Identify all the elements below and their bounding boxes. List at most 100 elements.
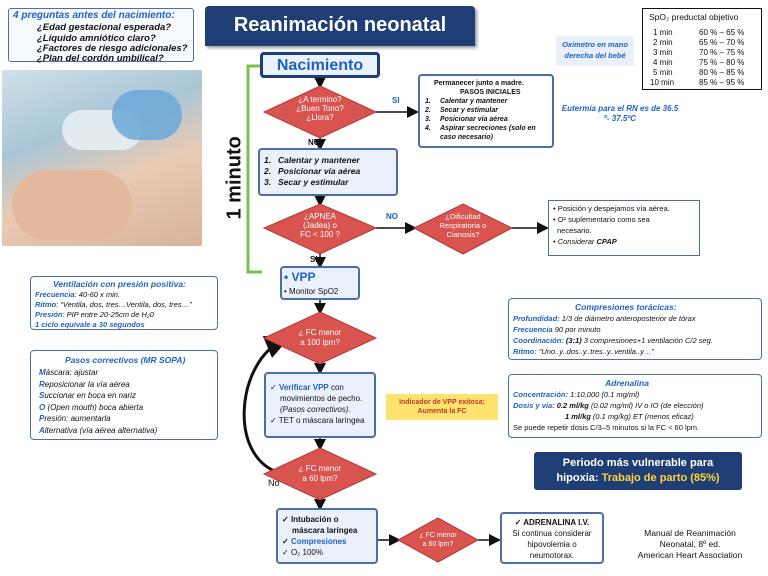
manual-line: Manual de Reanimación bbox=[644, 528, 736, 538]
adrenalina-key: Dosis y vía: bbox=[513, 401, 555, 410]
verificar-tet: TET o máscara laríngea bbox=[278, 416, 365, 425]
ventilacion-line: Presión: PIP entre 20-25cm de H₂0 bbox=[35, 310, 154, 320]
madre-line: Permanecer junto a madre. bbox=[434, 80, 524, 87]
sopa-text: eposicionar la vía aérea bbox=[44, 379, 130, 389]
diamond-line: ¿Dificultad bbox=[445, 212, 481, 221]
periodo-line: hipoxia: Trabajo de parto (85%) bbox=[534, 471, 742, 486]
sopa-item: O (Open mouth) boca abierta bbox=[39, 402, 143, 414]
loop-back-arrow bbox=[242, 335, 290, 476]
sopa-item: Alternativa (vía aérea alternativa) bbox=[39, 425, 157, 437]
diamond-fc60 bbox=[262, 447, 378, 501]
diamond-line: ¿Buen Tono? bbox=[296, 104, 344, 113]
step-num: 2. bbox=[425, 107, 431, 114]
sopa-heading: Pasos correctivos (MR SOPA) bbox=[65, 355, 186, 365]
compresiones-value: 3 compresiones+1 ventilación C/2 seg. bbox=[581, 336, 713, 345]
step-text: Secar y estimular bbox=[278, 177, 349, 187]
cpap-line: • Posición y despejamos vía aérea. bbox=[553, 204, 670, 213]
periodo-trabajo: Trabajo de parto (85%) bbox=[601, 472, 720, 484]
spo2-range: 70 % – 75 % bbox=[699, 48, 745, 57]
sopa-letter: S bbox=[39, 391, 45, 400]
spo2-time: 2 min bbox=[653, 38, 673, 47]
adrenalina-iv-line: Si continua considerar bbox=[512, 529, 592, 538]
glove-shape bbox=[112, 90, 182, 140]
nacimiento-box: Nacimiento bbox=[260, 52, 380, 78]
spo2-range: 80 % – 85 % bbox=[699, 68, 745, 77]
intubacion-box: ✓ Intubación o máscara laríngea ✓ Compre… bbox=[276, 508, 378, 564]
ventilacion-box: Ventilación con presión positiva: Frecue… bbox=[30, 276, 218, 330]
step-num: 3. bbox=[264, 177, 272, 187]
diamond-line: ¿A termino? bbox=[298, 95, 342, 104]
intubacion-compresiones: Compresiones bbox=[290, 537, 347, 546]
sopa-letter: M bbox=[39, 368, 46, 377]
vpp-box: • VPP • Monitor SpO2 bbox=[280, 266, 360, 300]
intubacion-line: ✓ Intubación o bbox=[282, 514, 339, 525]
questions-box: 4 preguntas antes del nacimiento: ¿Edad … bbox=[8, 8, 194, 64]
baby-face-shape bbox=[12, 170, 132, 240]
diamond-dificultad-text: ¿Dificultad Respiratoria o Cianosis? bbox=[414, 212, 512, 239]
yes-label: SI bbox=[310, 255, 318, 264]
adrenalina-heading: Adrenalina bbox=[605, 378, 649, 388]
adrenalina-iv-line: hipovolemia o bbox=[527, 540, 577, 549]
verificar-line: (Pasos correctivos). bbox=[280, 405, 351, 414]
adrenalina-value: 1:10,000 (0.1 mg/ml) bbox=[568, 390, 640, 399]
title-banner: Reanimación neonatal bbox=[205, 6, 475, 46]
madre-heading: PASOS INICIALES bbox=[460, 89, 521, 96]
sopa-item: Reposicionar la vía aérea bbox=[39, 379, 130, 391]
sopa-text: (Open mouth) boca abierta bbox=[45, 402, 144, 412]
adrenalina-key: Concentración: bbox=[513, 390, 569, 399]
spo2-range: 75 % – 80 % bbox=[699, 58, 745, 67]
eutermia-text: Eutermia para el RN es de 36.5 º- 37.5ºC bbox=[561, 104, 679, 123]
diamond-fc100 bbox=[262, 311, 378, 365]
step-num: 1. bbox=[264, 155, 272, 165]
spo2-time: 4 min bbox=[653, 58, 673, 67]
spo2-heading: SpO₂ preductal objetivo bbox=[649, 12, 739, 22]
spo2-time: 3 min bbox=[653, 48, 673, 57]
cpap-box: • Posición y despejamos vía aérea. • O² … bbox=[548, 200, 700, 256]
ventilacion-value: : PIP entre 20-25cm de H₂0 bbox=[62, 310, 154, 319]
compresiones-line: Coordinación: (3:1) 3 compresiones+1 ven… bbox=[513, 336, 713, 347]
adrenalina-value: (0.1 mg/kg) ET (menos eficaz) bbox=[590, 412, 694, 421]
step-text: caso necesario) bbox=[440, 134, 493, 141]
sopa-letter: A bbox=[39, 425, 45, 435]
diamond-line: ¿ FC menor bbox=[298, 328, 342, 337]
sopa-box: Pasos correctivos (MR SOPA) Máscara: aju… bbox=[30, 350, 218, 440]
diamond-line: ¿Llora? bbox=[306, 113, 334, 122]
sopa-item: Succionar en boca en nariz bbox=[39, 390, 136, 402]
spo2-time: 1 min bbox=[653, 28, 673, 37]
periodo-hipoxia: hipoxia: bbox=[556, 472, 602, 484]
page-title: Reanimación neonatal bbox=[233, 14, 447, 36]
adrenalina-line: 1 ml/kg (0.1 mg/kg) ET (menos eficaz) bbox=[565, 412, 694, 423]
diamond-apnea-text: ¿APNEA (Jadea) o FC < 100 ? bbox=[264, 212, 376, 239]
compresiones-key: Frecuencia bbox=[513, 325, 553, 334]
sopa-text: resión: aumentarla bbox=[44, 414, 111, 423]
spo2-time: 10 min bbox=[650, 78, 675, 87]
indicador-line: Indicador de VPP exitosa: bbox=[399, 399, 485, 406]
step-num: 1. bbox=[425, 98, 431, 105]
diamond-line: ¿ FC menor bbox=[419, 532, 457, 539]
check-icon: ✓ bbox=[270, 416, 277, 425]
cpap-line: • O² suplementario como sea bbox=[553, 215, 650, 224]
compresiones-value: 90 por minuto bbox=[552, 325, 601, 334]
adrenalina-line: Concentración: 1:10,000 (0.1 mg/ml) bbox=[513, 390, 639, 401]
question-item: ¿Plan del cordón umbilical? bbox=[37, 53, 164, 64]
cpap-line: • Considerar CPAP bbox=[553, 237, 617, 248]
cpap-label: CPAP bbox=[596, 237, 617, 246]
ventilacion-line: Frecuencia: 40-60 x min. bbox=[35, 290, 120, 300]
spo2-time: 5 min bbox=[653, 68, 673, 77]
oximeter-text: Oxímetro en mano derecha del bebé bbox=[562, 40, 628, 60]
intubacion-line: ✓ O₂ 100% bbox=[282, 547, 323, 558]
ventilacion-line: 1 ciclo equivale a 30 segundos bbox=[35, 320, 145, 329]
compresiones-key: Profundidad: bbox=[513, 314, 560, 323]
step-text: Aspirar secreciones (solo en bbox=[440, 125, 536, 132]
pasos-iniciales-box: Permanecer junto a madre. PASOS INICIALE… bbox=[418, 74, 554, 148]
intubacion-line: ✓ Compresiones bbox=[282, 536, 347, 547]
check-icon: ✓ bbox=[282, 515, 289, 524]
compresiones-ratio: (3:1) bbox=[563, 336, 582, 345]
manual-citation: Manual de Reanimación Neonatal, 8º ed. A… bbox=[612, 528, 768, 561]
periodo-vulnerable-box: Periodo más vulnerable para hipoxia: Tra… bbox=[534, 452, 742, 490]
diamond-termino bbox=[262, 85, 378, 139]
question-item: ¿Edad gestacional esperada? bbox=[37, 22, 172, 33]
minute-label: 1 minuto bbox=[223, 136, 246, 220]
ventilacion-key: Presión bbox=[35, 310, 63, 319]
